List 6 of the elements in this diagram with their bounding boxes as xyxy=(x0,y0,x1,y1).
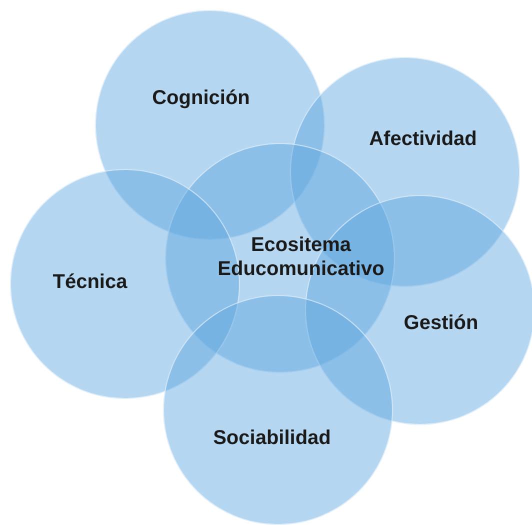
circle-label: Ecositema Educomunicativo xyxy=(216,233,386,281)
circle-label: Gestión xyxy=(402,311,480,335)
circle-label: Sociabilidad xyxy=(212,426,332,450)
circle-label: Técnica xyxy=(52,270,128,294)
circle-label: Afectividad xyxy=(368,127,478,151)
circle-label: Cognición xyxy=(151,86,251,110)
